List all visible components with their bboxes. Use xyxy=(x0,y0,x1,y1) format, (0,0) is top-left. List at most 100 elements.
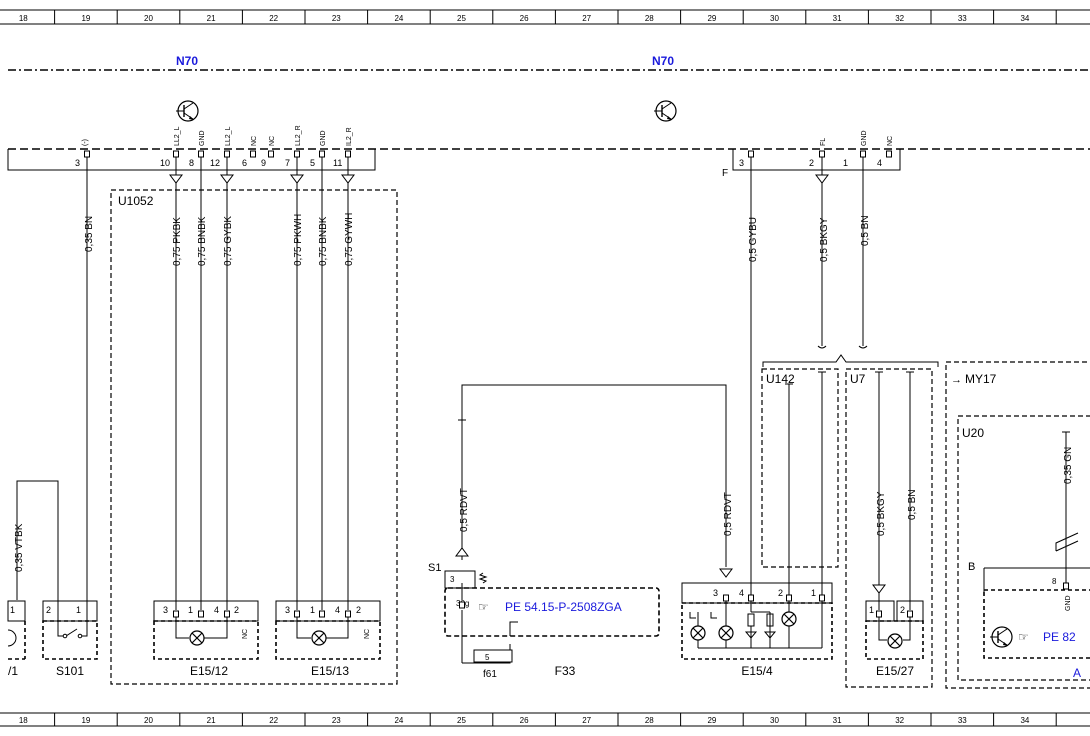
svg-text:4: 4 xyxy=(739,588,744,598)
pointing-hand-icon: ☞ xyxy=(1018,630,1029,644)
svg-text:2: 2 xyxy=(46,605,51,615)
svg-text:0,75 PKBK: 0,75 PKBK xyxy=(172,217,183,266)
svg-text:F: F xyxy=(722,168,728,179)
svg-text:NC: NC xyxy=(251,136,258,146)
svg-text:3: 3 xyxy=(450,575,455,584)
svg-text:5: 5 xyxy=(485,653,490,662)
svg-text:E15/27: E15/27 xyxy=(876,664,914,678)
transistor-icon xyxy=(175,100,199,122)
bottom-grid-number: 34 xyxy=(1020,716,1029,725)
e15-13-assembly: 3 1 4 2 NC E15/13 xyxy=(275,600,381,678)
connector-arrow-icon xyxy=(220,174,234,184)
svg-text:E15/13: E15/13 xyxy=(311,664,349,678)
svg-text:GND: GND xyxy=(861,130,868,146)
svg-text:2: 2 xyxy=(809,158,814,168)
u1052-wires xyxy=(86,157,349,620)
pe-reference-link-right[interactable]: PE 82 xyxy=(1043,630,1076,644)
svg-text:LL2_R: LL2_R xyxy=(295,125,302,146)
wire-label: 0,5 BKGY xyxy=(819,217,830,262)
svg-text:3: 3 xyxy=(713,588,718,598)
u142-label: U142 xyxy=(766,372,795,386)
svg-text:12: 12 xyxy=(210,158,220,168)
wire-label: 0,5 BKGY xyxy=(876,491,887,536)
svg-text:11: 11 xyxy=(333,158,342,168)
svg-text:2: 2 xyxy=(900,605,905,615)
svg-text:/1: /1 xyxy=(8,664,18,678)
u20-box xyxy=(957,415,1090,681)
svg-text:0,75 BNBK: 0,75 BNBK xyxy=(318,216,329,266)
svg-text:1: 1 xyxy=(843,158,848,168)
svg-text:9: 9 xyxy=(261,158,266,168)
top-grid xyxy=(0,9,1090,25)
svg-text:2: 2 xyxy=(778,588,783,598)
svg-text:3: 3 xyxy=(739,158,744,168)
svg-text:0,75 BNBK: 0,75 BNBK xyxy=(197,216,208,266)
s101-switch: 0,35 VTBK 2 1 S101 1 /1 xyxy=(7,480,98,678)
top-grid-number: 21 xyxy=(207,14,216,23)
right-wires xyxy=(750,157,864,600)
wire-label: 0,5 BN xyxy=(860,215,871,246)
bottom-grid-number: 20 xyxy=(144,716,153,725)
svg-text:GND: GND xyxy=(320,130,327,146)
bottom-grid-number: 18 xyxy=(19,716,28,725)
lamp-icon xyxy=(690,625,706,641)
top-grid-number: 29 xyxy=(707,14,716,23)
u20-label: U20 xyxy=(962,426,984,440)
connector-arrow-icon xyxy=(872,584,886,594)
connector-housing-right xyxy=(732,149,901,171)
bottom-grid-number: 32 xyxy=(895,716,904,725)
wire-label: 0,35 GN xyxy=(1063,447,1074,484)
e15-27-assembly: 1 2 E15/27 xyxy=(865,600,924,678)
u142-box xyxy=(761,368,839,568)
bottom-grid-number: 23 xyxy=(332,716,341,725)
connector-pins-left: (-) 3 LL2_L 10 GND 8 LL2_L 12 NC 6 NC 9 … xyxy=(75,125,353,168)
top-grid-number: 34 xyxy=(1020,14,1029,23)
svg-text:1: 1 xyxy=(310,605,315,615)
svg-text:E15/4: E15/4 xyxy=(741,664,773,678)
b-label: B xyxy=(968,561,975,573)
top-grid-number: 19 xyxy=(81,14,90,23)
svg-text:3: 3 xyxy=(75,158,80,168)
svg-text:5: 5 xyxy=(310,158,315,168)
svg-text:4: 4 xyxy=(335,605,340,615)
svg-text:1: 1 xyxy=(188,605,193,615)
svg-text:F33: F33 xyxy=(555,664,576,678)
top-grid-number: 25 xyxy=(457,14,466,23)
top-grid-number: 31 xyxy=(833,14,842,23)
svg-text:8: 8 xyxy=(189,158,194,168)
svg-text:0,5 RDVT: 0,5 RDVT xyxy=(723,492,734,536)
lamp-icon xyxy=(781,611,797,627)
svg-text:0,75 GYWH: 0,75 GYWH xyxy=(344,213,355,266)
svg-text:7: 7 xyxy=(285,158,290,168)
bottom-grid xyxy=(0,712,1090,727)
svg-text:0,75 GYBK: 0,75 GYBK xyxy=(223,216,234,266)
svg-text:1: 1 xyxy=(76,605,81,615)
u1052-box xyxy=(110,189,398,685)
wire-label: 0,5 GYBU xyxy=(748,217,759,262)
bottom-grid-number: 19 xyxy=(81,716,90,725)
lamp-icon xyxy=(887,633,903,649)
connector-arrow-icon xyxy=(341,174,355,184)
top-grid-number: 18 xyxy=(19,14,28,23)
top-grid-number: 22 xyxy=(269,14,278,23)
svg-text:NC: NC xyxy=(364,629,371,639)
svg-text:0,35 BN: 0,35 BN xyxy=(84,216,95,252)
connector-arrow-icon xyxy=(290,174,304,184)
bottom-grid-number: 28 xyxy=(645,716,654,725)
svg-text:GND: GND xyxy=(1065,595,1072,611)
top-grid-number: 27 xyxy=(582,14,591,23)
bottom-grid-number: 33 xyxy=(958,716,967,725)
wire-label: 0,5 BN xyxy=(907,489,918,520)
svg-text:NC: NC xyxy=(242,629,249,639)
svg-text:S101: S101 xyxy=(56,664,84,678)
svg-text:NC: NC xyxy=(269,136,276,146)
wire-labels-left: 0,35 BN 0,75 PKBK 0,75 BNBK 0,75 GYBK 0,… xyxy=(84,213,355,266)
bottom-grid-number: 22 xyxy=(269,716,278,725)
a-label: A xyxy=(1073,666,1081,680)
top-grid-number: 20 xyxy=(144,14,153,23)
pe-reference-link[interactable]: PE 54.15-P-2508ZGA xyxy=(505,600,622,614)
connector-arrow-icon xyxy=(815,174,829,184)
top-grid-number: 30 xyxy=(770,14,779,23)
u7-box xyxy=(845,368,933,688)
